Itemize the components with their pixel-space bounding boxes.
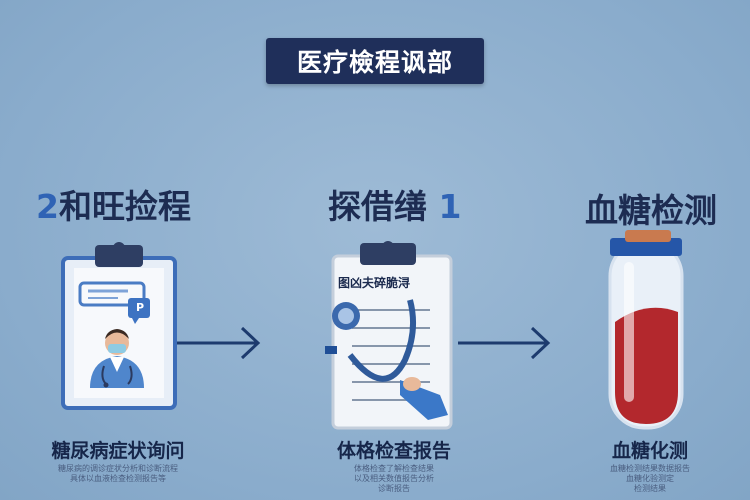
step-2-title-text: 探借缮: [328, 187, 427, 226]
step-1-desc-line: 具体以血液检查检测报告等: [70, 474, 166, 483]
banner-title: 医疗檢程讽部: [296, 48, 453, 77]
step-2-description: 体格检查了解检查结果 以及相关数值报告分析 诊断报告: [294, 464, 494, 494]
step-1-number: 2: [36, 187, 59, 226]
step-1-desc-line: 糖尿病的调诊症状分析和诊断流程: [58, 464, 178, 473]
step-3-description: 血糖检测结果数据报告 血糖化验测定 检测结果: [550, 464, 750, 494]
header-banner: 医疗檢程讽部: [266, 38, 484, 84]
step-2-desc-line: 诊断报告: [378, 484, 410, 493]
arrow-right-icon: [170, 326, 261, 360]
step-1-title: 2和旺捡程: [36, 180, 191, 228]
step-3-desc-line: 血糖化验测定: [626, 474, 674, 483]
arrow-right-icon: [458, 326, 551, 360]
step-1-title-text: 和旺捡程: [58, 187, 191, 226]
step-2-caption: 体格检查报告: [336, 440, 451, 462]
step-3-caption: 血糖化测: [611, 440, 688, 462]
clipboard-doctor-icon: [61, 242, 177, 410]
step-3-desc-line: 血糖检测结果数据报告: [610, 464, 690, 473]
doctor-badge: P: [136, 301, 145, 314]
step-3-desc-line: 检测结果: [634, 484, 666, 493]
step-3-title-text: 血糖检测: [585, 191, 717, 230]
clipboard-stethoscope-icon: [325, 241, 453, 430]
step-3-title: 血糖检测: [585, 184, 717, 232]
clipboard-2-label: 图凶夫碎脆浔: [338, 276, 411, 290]
step-1-description: 糖尿病的调诊症状分析和诊断流程 具体以血液检查检测报告等: [18, 464, 218, 484]
step-2-number: 1: [438, 187, 462, 226]
step-2-desc-line: 体格检查了解检查结果: [354, 464, 434, 473]
step-2-title: 探借缮 1: [328, 180, 461, 228]
step-1-caption: 糖尿病症状询问: [51, 440, 185, 462]
step-2-desc-line: 以及相关数值报告分析: [354, 474, 434, 483]
blood-test-tube-icon: [608, 230, 684, 430]
